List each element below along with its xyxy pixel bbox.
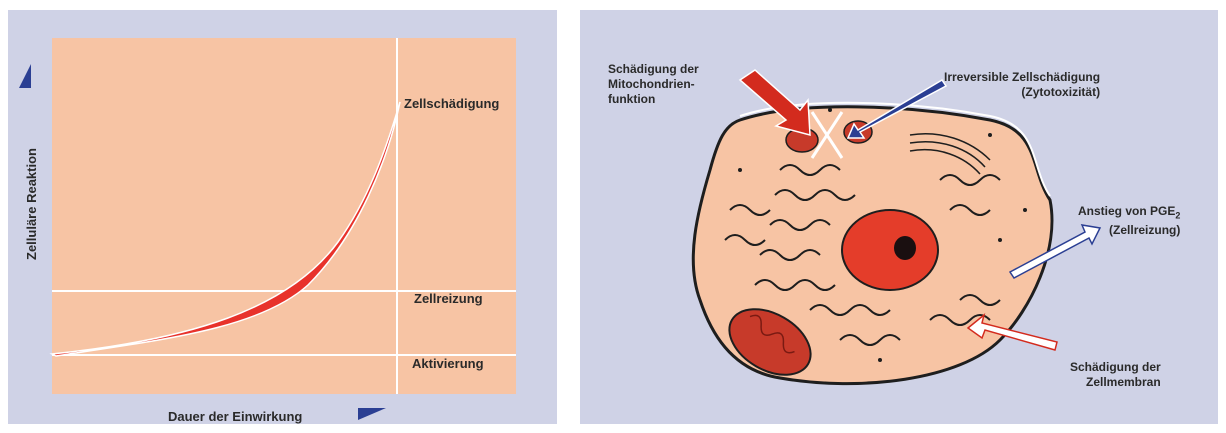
nucleolus [894,236,916,260]
annotation-mitochondria-line2: Mitochondrien- [608,77,699,92]
annotation-irreversible: Irreversible Zellschädigung (Zytotoxizit… [944,70,1100,100]
annotation-irreversible-line1: Irreversible Zellschädigung [944,70,1100,85]
x-axis-arrow [358,408,386,420]
annotation-irreversible-line2: (Zytotoxizität) [944,85,1100,100]
y-axis-arrow [19,64,31,88]
annotation-pge-line1: Anstieg von PGE2 [1078,204,1180,223]
annotation-pge-line2: (Zellreizung) [1078,223,1180,238]
reaction-chart-panel: Zellschädigung Zellreizung Aktivierung D… [8,10,557,424]
annotation-mitochondria-line3: funktion [608,92,699,107]
zone-label-irritation: Zellreizung [414,291,483,306]
nucleus [842,210,938,290]
reaction-curve [52,102,400,356]
annotation-membrane-line2: Zellmembran [1070,375,1161,390]
annotation-mitochondria: Schädigung der Mitochondrien- funktion [608,62,699,107]
annotation-mitochondria-line1: Schädigung der [608,62,699,77]
zone-label-activation: Aktivierung [412,356,484,371]
x-axis-label: Dauer der Einwirkung [168,409,302,424]
zone-label-damage: Zellschädigung [404,96,499,111]
cell-diagram-panel: Schädigung der Mitochondrien- funktion I… [580,10,1218,424]
annotation-membrane: Schädigung der Zellmembran [1070,360,1161,390]
y-axis-label: Zelluläre Reaktion [24,148,39,260]
annotation-membrane-line1: Schädigung der [1070,360,1161,375]
annotation-pge: Anstieg von PGE2 (Zellreizung) [1078,204,1180,238]
